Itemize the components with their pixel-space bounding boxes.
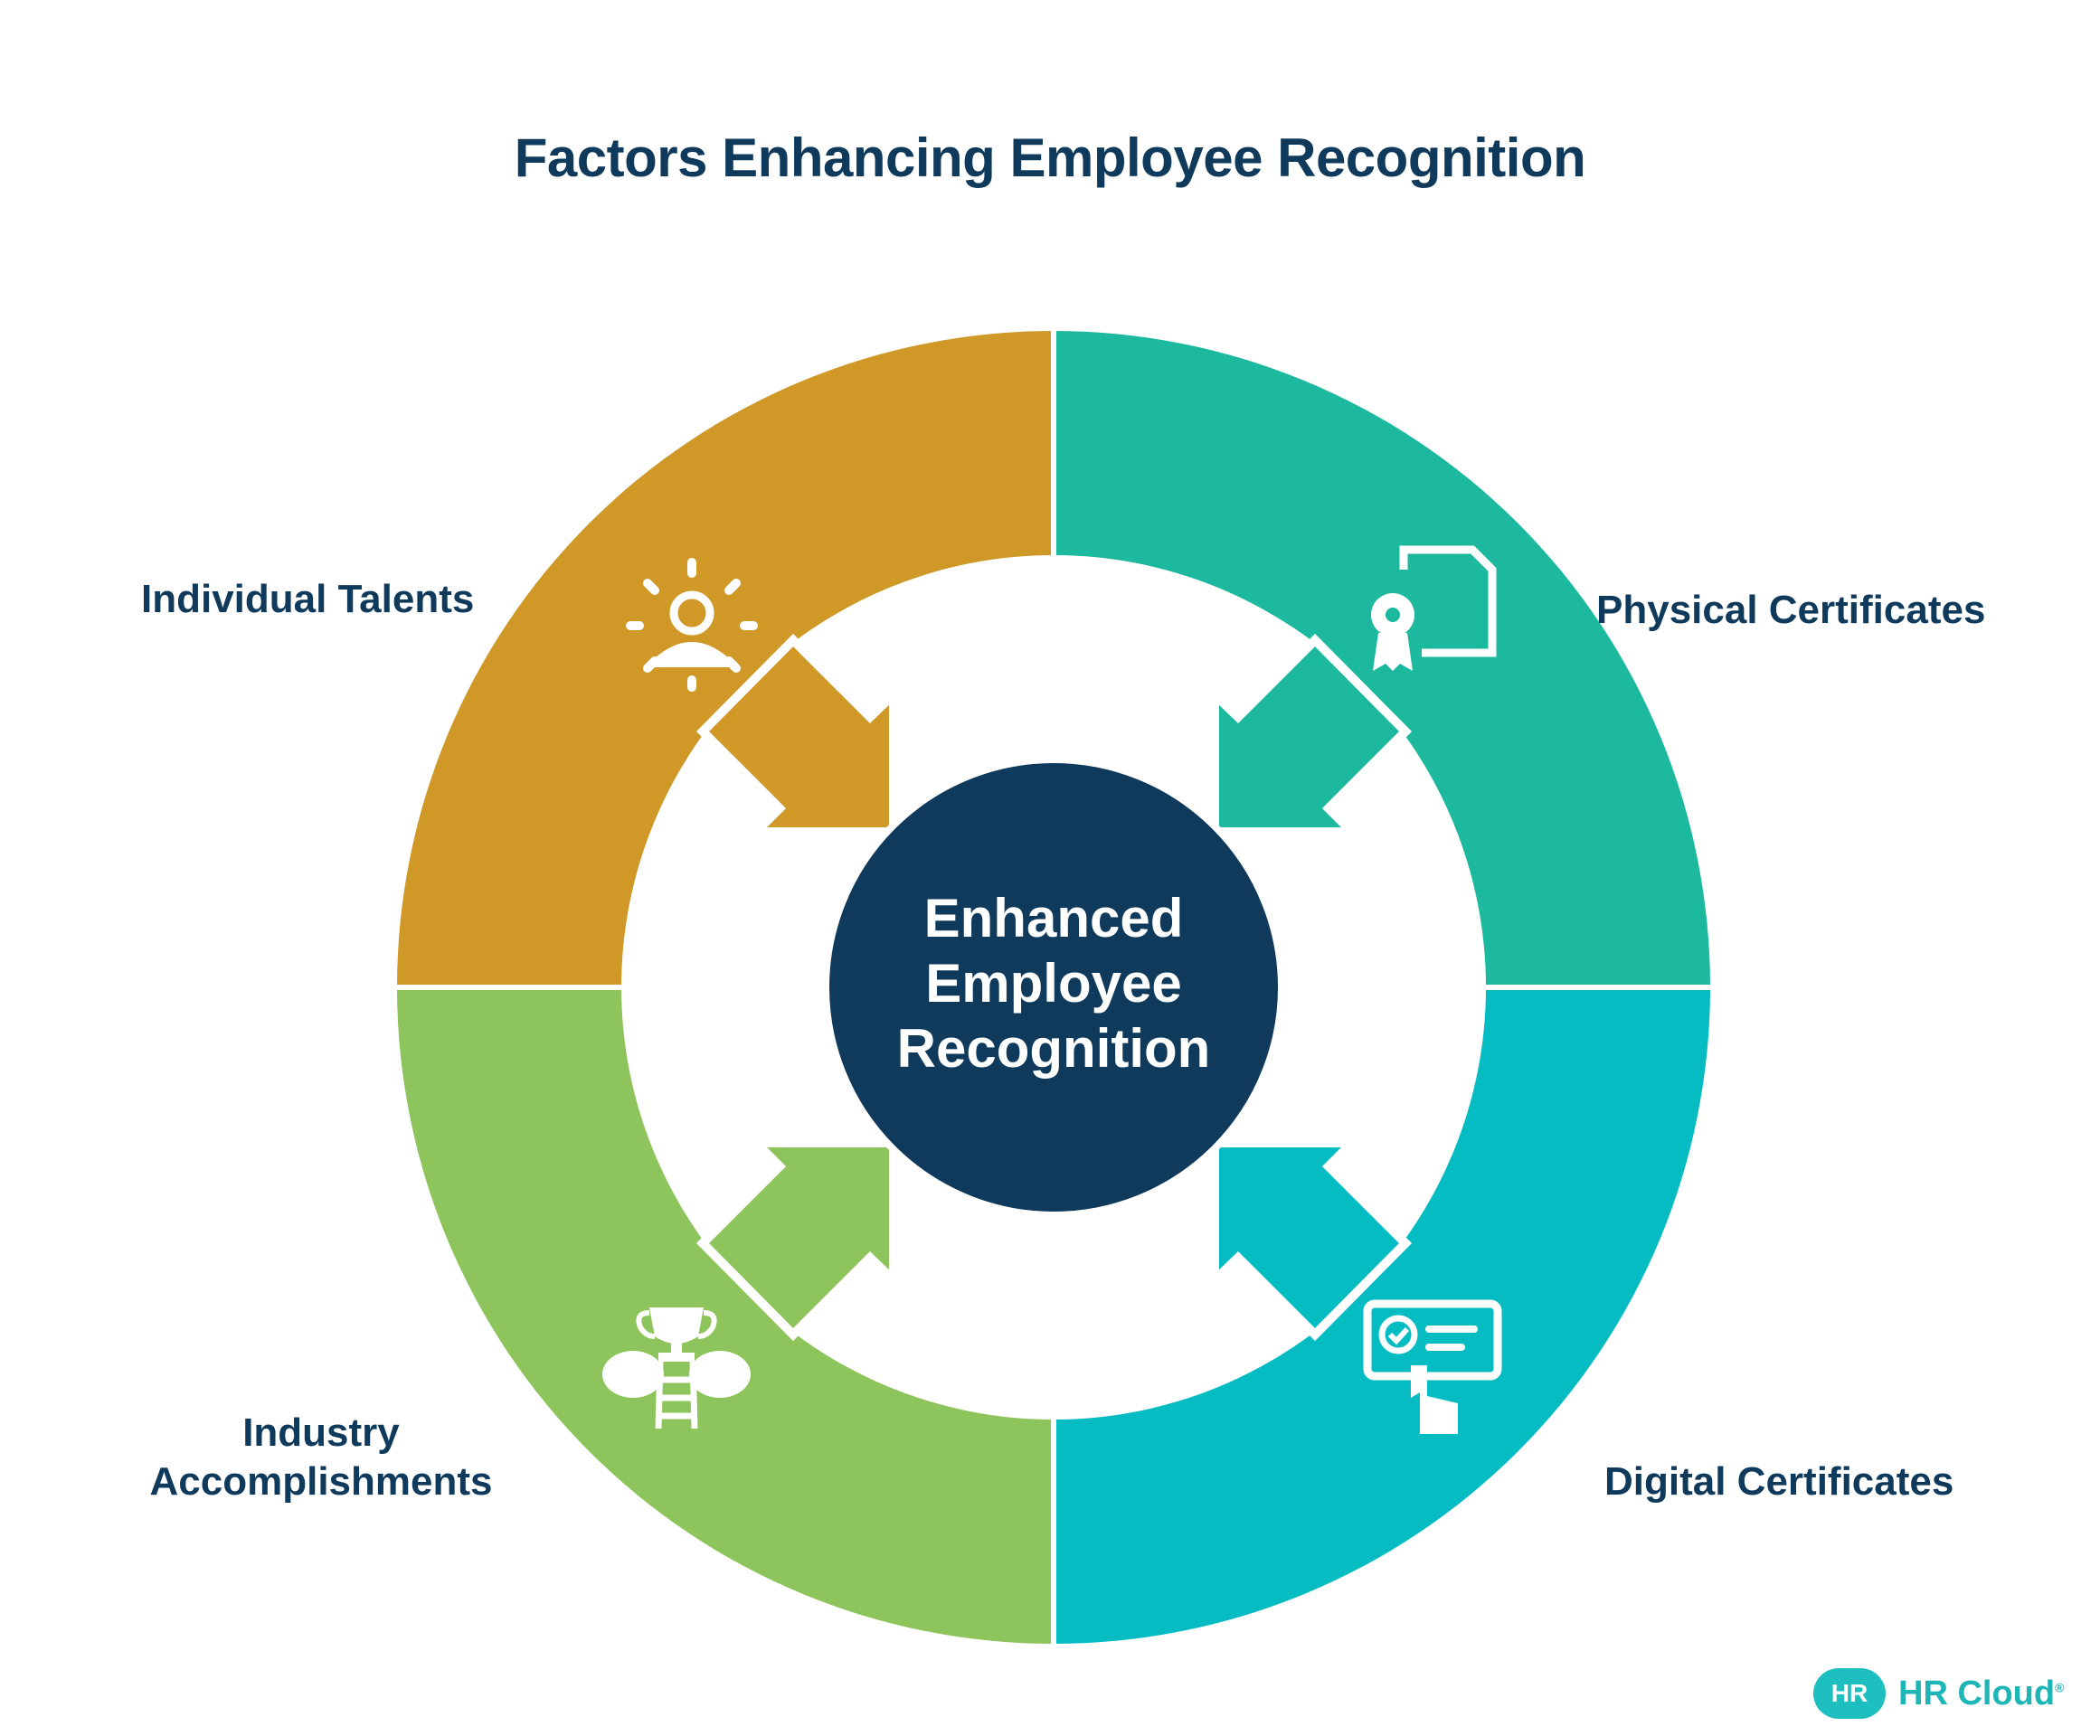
- digital-certificate-icon: [1363, 1299, 1502, 1434]
- center-label: Enhanced Employee Recognition: [896, 888, 1211, 1079]
- label-individual-talents: Individual Talents: [141, 577, 475, 621]
- label-industry-accomplishments: Industry Accomplishments: [149, 1410, 493, 1504]
- segment-digital-certificates: [1054, 987, 1710, 1644]
- arrow-digital-certificates: [1210, 1138, 1413, 1342]
- logo-text: HR Cloud®: [1898, 1674, 2065, 1712]
- person-idea-icon: [626, 558, 758, 692]
- segment-industry-accomplishments: [397, 987, 1054, 1644]
- page-title: Factors Enhancing Employee Recognition: [514, 127, 1586, 188]
- hr-cloud-logo: HR HR Cloud®: [1813, 1668, 2064, 1719]
- certificate-icon: [1371, 545, 1497, 671]
- arrow-physical-certificates: [1210, 633, 1413, 836]
- center-circle: [822, 756, 1285, 1219]
- label-digital-certificates: Digital Certificates: [1604, 1459, 1954, 1504]
- label-physical-certificates: Physical Certificates: [1596, 588, 1986, 632]
- arrow-individual-talents: [695, 633, 898, 836]
- arrow-industry-accomplishments: [695, 1138, 898, 1342]
- trophy-ladder-icon: [602, 1307, 751, 1429]
- cloud-logo-icon: HR: [1813, 1668, 1886, 1719]
